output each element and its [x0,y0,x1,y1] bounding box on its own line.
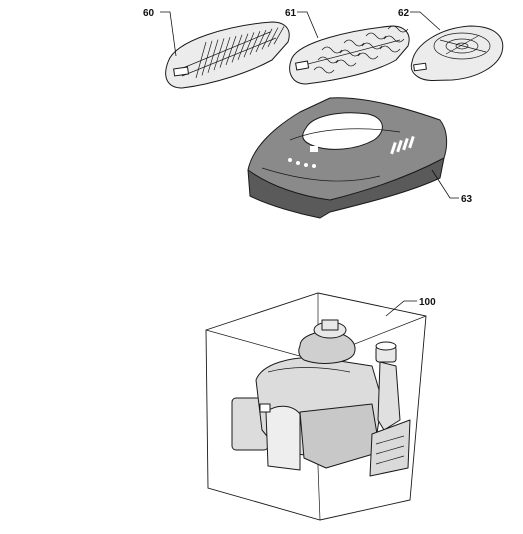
part-100-label: 100 [419,297,436,308]
part-63-vent-slots [390,135,415,155]
grille-slat [267,27,279,47]
vent-slot [396,139,403,153]
part-61-label: 61 [285,8,297,19]
vent-slot [402,137,409,151]
grille-slat [273,26,285,45]
wave-mark [361,42,383,50]
wave-mark [321,46,343,54]
part-60-label: 60 [143,8,155,19]
grille-slat [225,35,237,66]
grille-slat [261,28,273,50]
wave-mark [379,45,401,53]
wave-mark [365,32,387,40]
wave-mark [357,52,379,60]
part-62-label: 62 [398,8,410,19]
part-62-round-cover [410,25,504,81]
wave-mark [343,39,365,47]
wave-mark [335,59,357,67]
grille-slat [201,40,213,76]
vent-slot [408,135,415,149]
wave-mark [387,25,409,33]
part-100-engine-assembly [205,292,427,521]
grille-slat [249,31,261,55]
grille-slat [255,29,267,53]
vent-slot [390,141,397,155]
wave-mark [317,56,339,64]
wave-mark [313,66,335,74]
grille-slat [219,37,231,68]
grille-slat [195,41,207,79]
part-63-throttle-markings [288,146,318,168]
engine-body [231,319,411,477]
grille-slat [213,38,225,71]
part-63-label: 63 [461,194,473,205]
wave-mark [383,35,405,43]
part-61-patterned-cover [289,25,410,85]
part-61-wave-pattern [313,25,409,74]
wave-mark [339,49,361,57]
grille-slat [231,34,243,63]
part-60-grille-slats [195,26,285,79]
grille-slat [243,32,255,58]
grille-slat [237,33,249,60]
grille-slat [207,39,219,73]
part-60-grille-cover [165,21,290,89]
part-63-engine-hood [247,97,448,219]
